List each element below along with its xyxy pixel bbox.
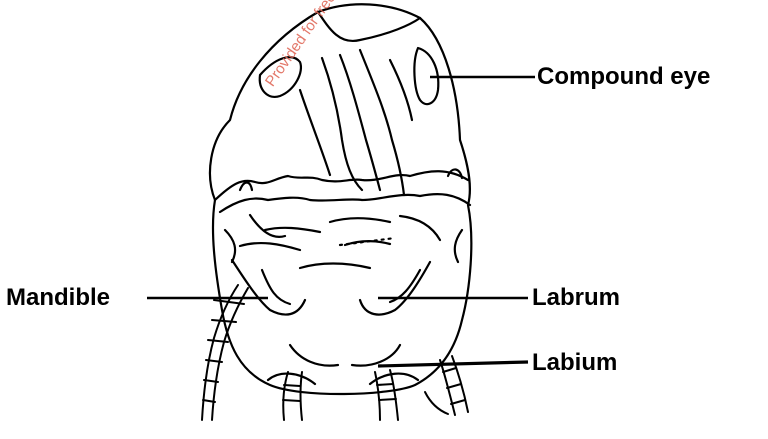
label-mandible: Mandible [6,284,110,312]
label-compound-eye: Compound eye [537,63,710,91]
label-labrum: Labrum [532,284,620,312]
leader-labium [378,362,528,366]
label-labium: Labium [532,349,617,377]
